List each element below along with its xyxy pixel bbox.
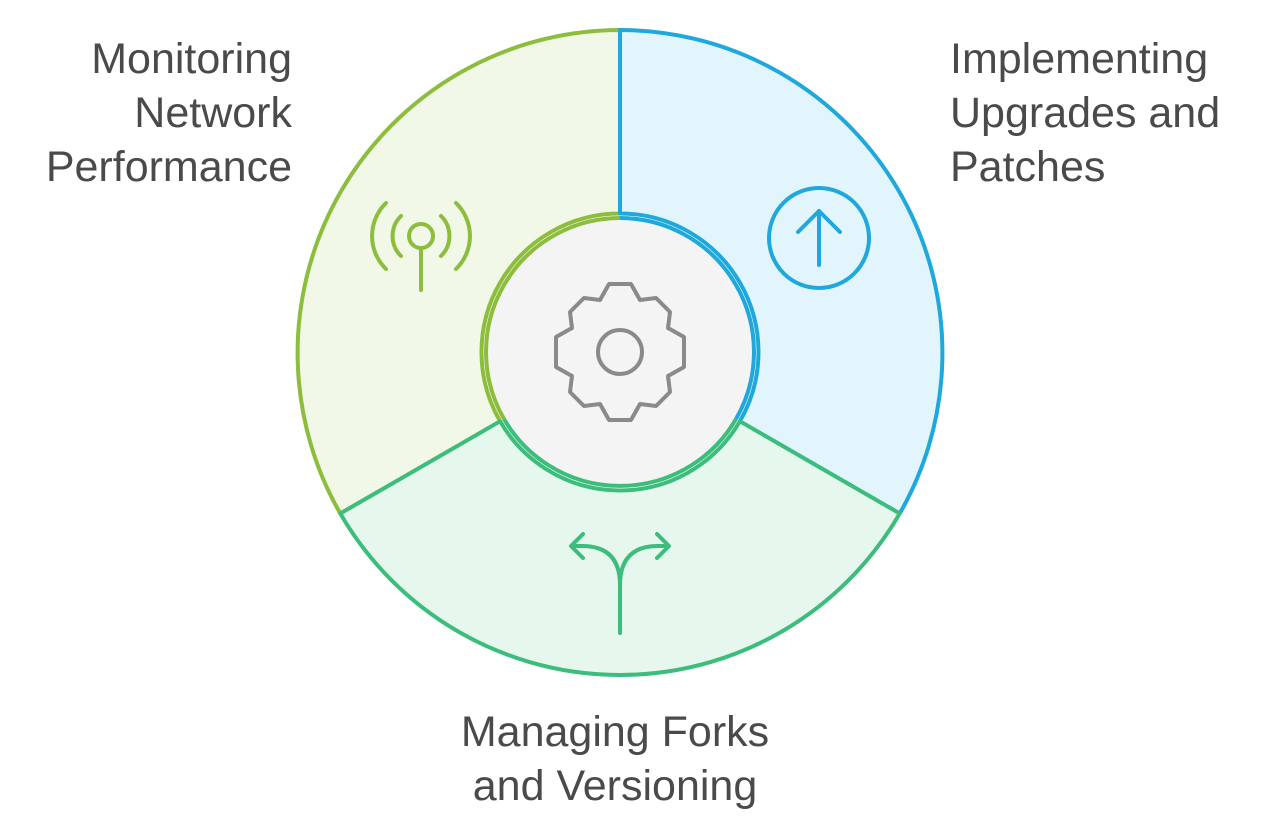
segment-forks: [338, 419, 902, 677]
label-line: Monitoring: [91, 35, 292, 83]
arrow-up-circle-icon: [767, 186, 871, 290]
antenna-signal-icon: [370, 201, 472, 292]
label-monitoring-network-performance: Monitoring Network Performance: [46, 32, 292, 194]
hub-ring-forks: [502, 417, 738, 488]
label-line: Upgrades and: [950, 89, 1221, 137]
label-line: and Versioning: [472, 762, 758, 810]
label-line: Managing Forks: [460, 708, 770, 756]
label-line: Performance: [45, 143, 292, 191]
label-line: Network: [134, 89, 292, 137]
fork-arrows-icon: [569, 532, 671, 635]
label-managing-forks: Managing Forks and Versioning: [461, 705, 769, 813]
label-line: Patches: [950, 143, 1106, 191]
hub-ring-upgrades: [619, 216, 756, 420]
center-hub: [486, 218, 754, 486]
label-implementing-upgrades: Implementing Upgrades and Patches: [950, 32, 1220, 194]
label-line: Implementing: [950, 35, 1209, 83]
gear-icon: [554, 282, 686, 422]
hub-ring-monitoring: [484, 216, 621, 420]
segment-monitoring: [295, 28, 622, 516]
